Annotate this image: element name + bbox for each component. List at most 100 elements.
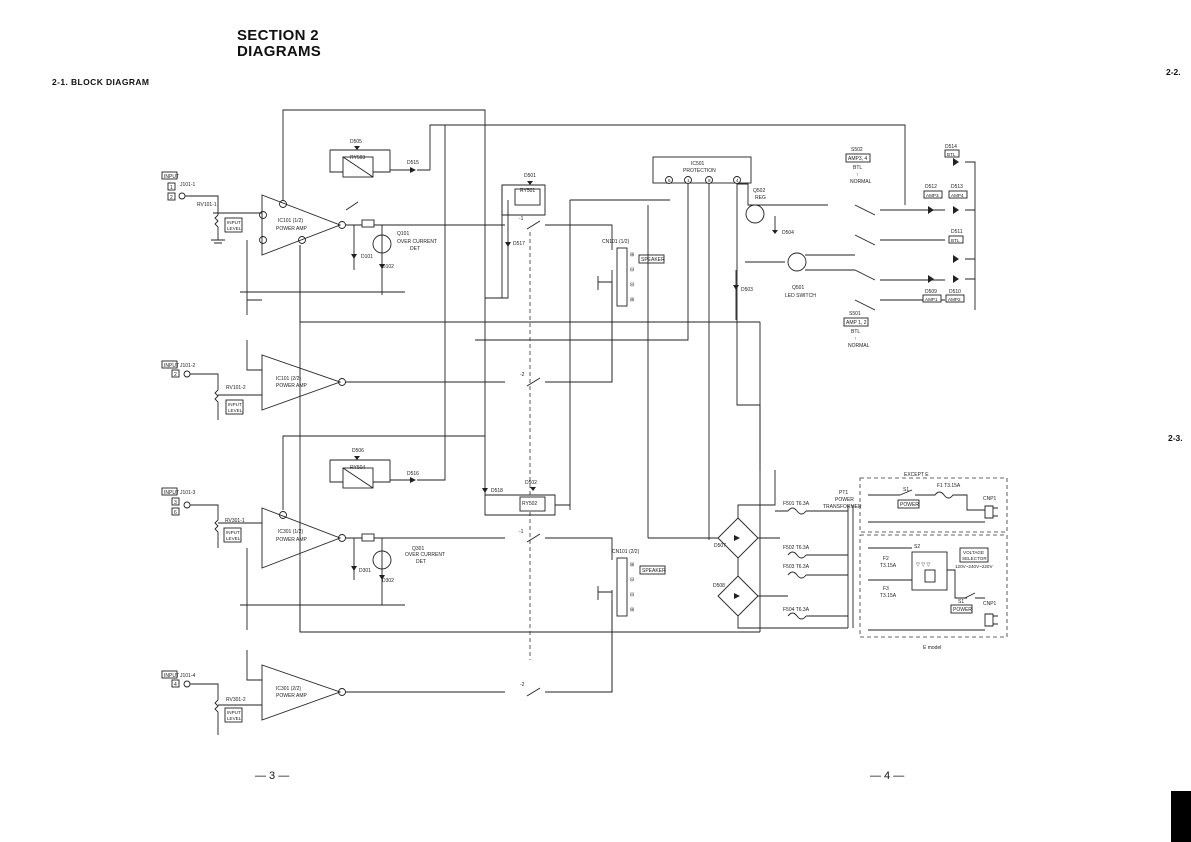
amp-ref: IC301 (2/2) [276,686,301,692]
input-tag: INPUT [164,363,179,369]
protection-ic: IC501 PROTECTION 6 1 8 4 [475,156,828,540]
page-edge-bar [1171,791,1191,842]
channel-2: INPUT J101-2 2 RV101-2 INPUT LEVEL IC101… [161,282,613,420]
diode-icon [482,488,488,493]
spk-relay-diode: D501 [524,173,536,179]
led-label: D513 [951,184,963,190]
terminal-minus: ⊟ [630,282,634,288]
selector-arrows: ▽ ▽ ▽ [916,562,930,568]
reg-q: Q502 [753,188,765,194]
terminal-minus: ⊟ [630,577,634,583]
transformer-core [847,505,854,628]
input-tag-box [161,171,178,180]
power-fuse-label: F1 T3.15A [937,483,961,489]
led-tag-box [948,190,968,199]
power-amp-triangle [261,354,342,411]
terminal-plus: ⊞ [630,607,634,613]
power-switch-label: S1 [903,487,909,493]
led-icon [953,255,959,263]
selector-label: VOLTAGE [963,550,984,555]
input-number: 6 [174,510,177,516]
power-amp-triangle [261,507,342,569]
fuse-icon [787,507,807,620]
diode-icon [354,456,360,460]
resistor-icon [361,533,375,542]
terminal-minus: ⊟ [630,267,634,273]
led-label: D514 [945,144,957,150]
side-reference-2-2: 2-2. [1166,67,1181,77]
input-level-label: LEVEL [227,226,242,231]
led-icon [953,206,959,214]
led-icon [953,158,959,166]
ic-pin: 4 [736,178,739,183]
channel-4: INPUT J101-4 4 RV301-2 INPUT LEVEL IC301… [161,600,613,735]
input-number: 2 [170,195,173,201]
reg-func: REG [755,195,766,201]
speaker-tag: SPEAKER [641,257,665,263]
plug-icon [984,505,998,519]
switch-label: S502 [851,147,863,153]
power-tag-box [950,604,973,614]
led-tag-box [922,294,942,303]
oc-d2: D102 [382,264,394,270]
side-reference-2-3: 2-3. [1168,433,1183,443]
speaker-ref: CN101 (2/2) [612,549,640,555]
input-jack-icon [183,501,191,509]
amp-ref: IC301 (1/2) [278,529,303,535]
input-tag-box [161,360,178,369]
relay-label: RY504 [350,465,365,471]
speaker-relays: D501 RY501 -1 D517 D502 RY502 -1 D518 [480,173,670,660]
voltage-selector-box [911,551,948,591]
relay-coil [514,188,541,206]
amp-func: POWER AMP [276,383,308,389]
relay-diode-label: D505 [350,139,362,145]
input-number-box [167,182,176,191]
page-number-right: — 4 — [870,770,905,782]
input-wire [185,195,262,244]
plug-icon [984,613,998,627]
pot-label: RV101-2 [226,385,246,391]
amp-func: POWER AMP [276,693,308,699]
e-model-title: E model [923,645,941,651]
switch-label: ↑ [854,336,857,342]
switch-label-box [845,153,871,163]
input-level-label: INPUT [228,402,242,407]
diode-icon [505,242,511,247]
terminal-strip [616,247,628,307]
channel-3: INPUT J101-3 3 6 RV301-1 INPUT LEVEL IC3… [161,125,760,633]
led-tag-box [923,190,943,199]
relay-out-diode: D515 [407,160,419,166]
except-e-frame [859,477,1008,533]
input-number: 3 [174,500,177,506]
except-e-title: EXCEPT E [904,472,929,478]
transistor-icon [745,204,765,224]
voltage-selector-tag [959,547,989,563]
input-number-box [171,369,180,378]
ic501-ref: IC501 [691,161,705,167]
input-tag-box [161,670,178,679]
fuse-label: T3.15A [880,593,897,599]
terminal-strip [616,557,628,617]
oc-label: DET [416,559,426,565]
terminal-plus: ⊞ [630,562,634,568]
oc-q-label: Q301 [412,546,424,552]
channel-1: INPUT J101-1 1 2 RV101-1 INPUT LEVEL IC1… [161,109,906,460]
diode-icon [354,146,360,150]
diode-icon [530,487,536,491]
led-tag: AMP1 [925,297,938,302]
oc-q-label: Q101 [397,231,409,237]
transistor-icon [372,234,392,254]
contact-label: -2 [520,372,525,378]
led-label: D509 [925,289,937,295]
switch-label: AMP3, 4 [848,156,867,162]
led-icon [928,206,934,214]
input-level-label: LEVEL [226,536,241,541]
transformer-label: TRANSFORMER [823,504,862,510]
transformer-label: PT1 [839,490,848,496]
speaker-terminals: CN101 (1/2) ⊞ ⊟ ⊟ ⊞ SPEAKER CN101 (2/2) … [597,239,666,617]
relay-out-diode: D516 [407,471,419,477]
amp-ref: IC101 (2/2) [276,376,301,382]
led-tag: AMP3 [926,193,939,198]
reg-d503: D503 [741,287,753,293]
